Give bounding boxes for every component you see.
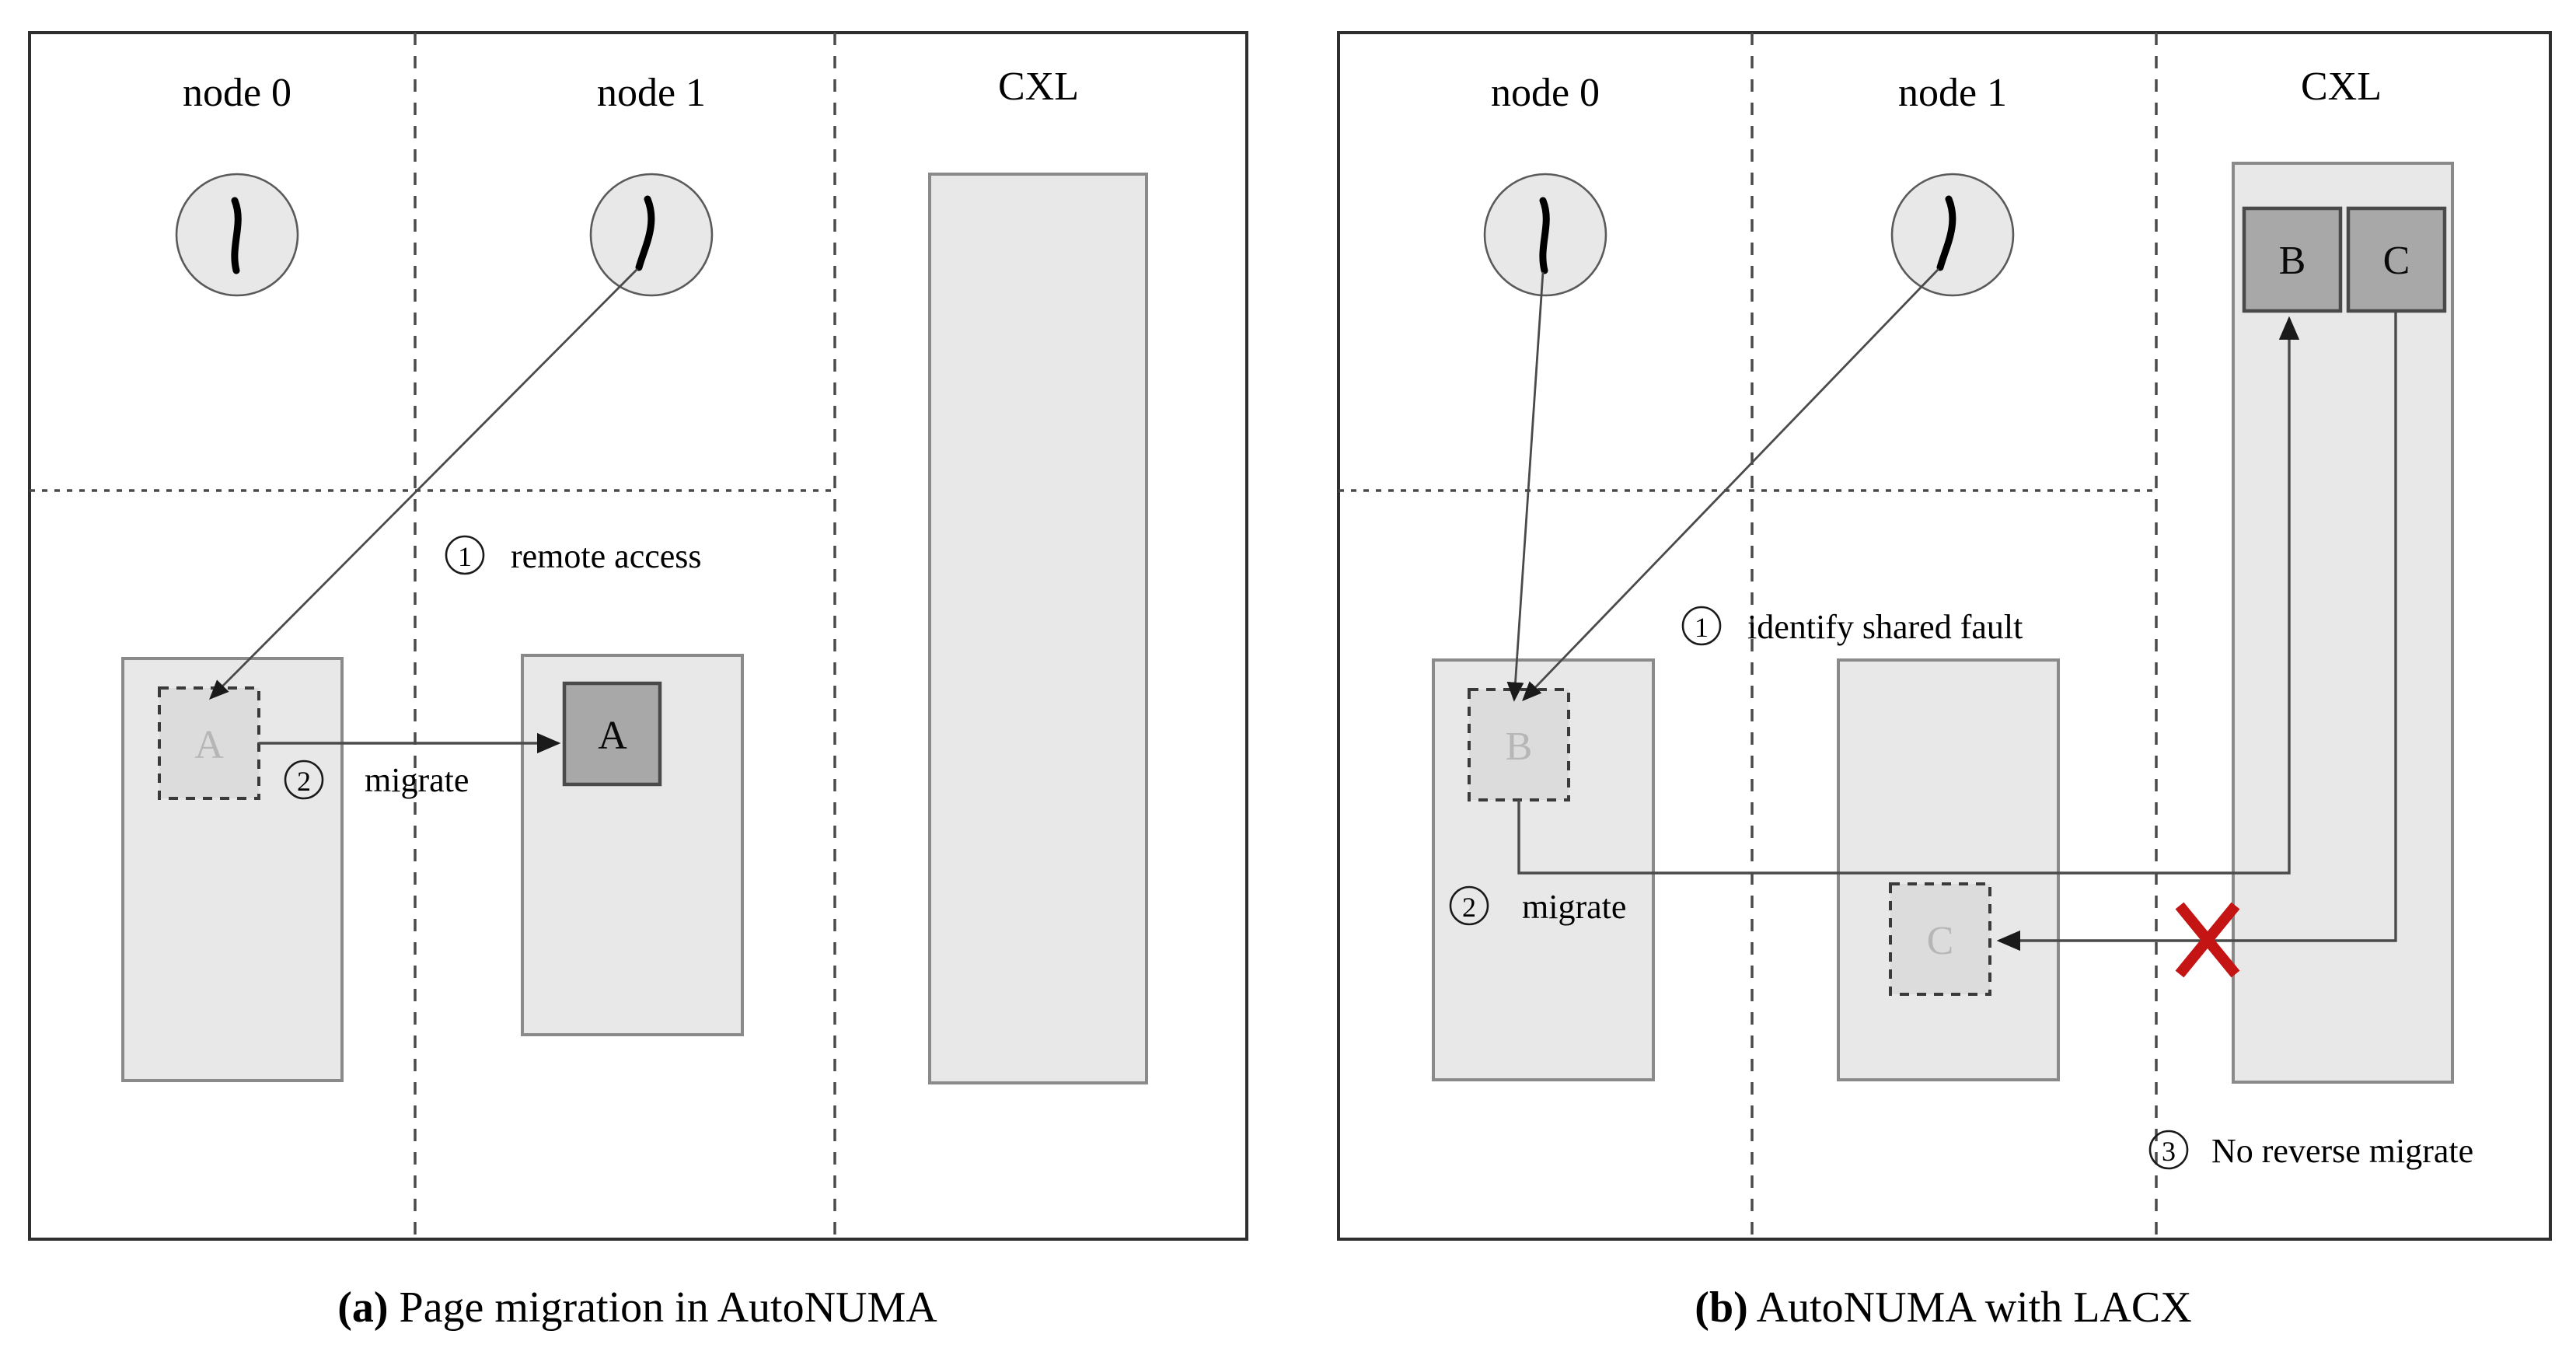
panel-b-blocked-x-icon — [2175, 902, 2240, 978]
panel-b-page-C-source-label: C — [1927, 919, 1954, 963]
panel-a-step-2-circle-icon — [284, 760, 324, 800]
panel-b-page-B-source-label: B — [1506, 725, 1533, 769]
panel-a-title-node1: node 1 — [597, 71, 706, 115]
panel-b-caption-text: AutoNUMA with LACX — [1748, 1283, 2192, 1332]
panel-a-step-2-text: migrate — [365, 761, 469, 799]
panel-b-cxl-memory — [2232, 162, 2454, 1084]
panel-b-thread-glyph-node1 — [1936, 195, 1956, 271]
panel-b-page-C-cxl — [2346, 206, 2447, 313]
panel-b-frame — [1337, 31, 2552, 1241]
panel-b-step-2-text: migrate — [1522, 888, 1626, 926]
panel-a-step-1-circle-icon — [445, 535, 485, 575]
panel-b-arrow-migrate-to-cxl — [1517, 316, 2300, 875]
panel-a-caption: (a) Page migration in AutoNUMA — [337, 1283, 937, 1332]
panel-b-step-3-number: 3 — [2162, 1136, 2176, 1167]
panel-b-page-B-cxl — [2242, 206, 2343, 313]
panel-b-title-cxl: CXL — [2301, 65, 2382, 109]
panel-b: node 0 node 1 CXL B C B C — [1337, 31, 2552, 1241]
panel-a-step-2: 2 migrate — [284, 760, 469, 800]
panel-b-arrow-reverse-migrate-blocked — [1996, 313, 2397, 952]
panel-b-step-3-circle-icon — [2148, 1130, 2189, 1170]
panel-b-title-node0: node 0 — [1491, 71, 1600, 115]
panel-b-arrow-fault-node0 — [1506, 271, 1545, 702]
panel-a-frame — [28, 31, 1248, 1241]
panel-b-page-C-cxl-label: C — [2383, 239, 2410, 283]
panel-b-thread-glyph-node0 — [1539, 197, 1550, 274]
panel-a-step-1: 1 remote access — [445, 535, 702, 575]
panel-a-caption-marker: (a) — [337, 1283, 388, 1332]
panel-a-thread-glyph-node0 — [231, 197, 242, 274]
panel-b-page-C-source — [1889, 882, 1991, 996]
panel-a-page-A-dest-label: A — [598, 714, 627, 758]
panel-a-thread-glyph-node1 — [635, 195, 655, 271]
panel-a-title-node0: node 0 — [183, 71, 291, 115]
panel-b-caption: (b) AutoNUMA with LACX — [1695, 1283, 2191, 1332]
panel-a-arrow-remote-access — [209, 268, 638, 700]
panel-a: node 0 node 1 CXL A A — [28, 31, 1248, 1241]
panel-a-page-A-dest — [562, 681, 662, 787]
panel-b-step-2: 2 migrate — [1449, 885, 1626, 926]
panel-a-memory-node0 — [121, 657, 344, 1082]
panel-b-step-3: 3 No reverse migrate — [2148, 1130, 2473, 1170]
panel-a-step-2-number: 2 — [297, 766, 311, 797]
panel-b-page-B-cxl-label: B — [2279, 239, 2306, 283]
panel-a-page-A-source-label: A — [194, 723, 224, 767]
panel-b-memory-node1 — [1837, 658, 2060, 1081]
panel-b-step-1-number: 1 — [1695, 612, 1709, 643]
panel-b-step-2-circle-icon — [1449, 885, 1489, 926]
panel-a-caption-text: Page migration in AutoNUMA — [389, 1283, 938, 1332]
panel-b-step-2-number: 2 — [1462, 892, 1476, 923]
panel-b-step-1: 1 identify shared fault — [1681, 606, 2023, 646]
panel-a-step-1-number: 1 — [458, 541, 472, 572]
panel-a-step-1-text: remote access — [511, 537, 702, 575]
panel-a-title-cxl: CXL — [998, 65, 1079, 109]
panel-b-step-1-text: identify shared fault — [1747, 608, 2023, 646]
panel-b-arrow-fault-node1 — [1522, 268, 1940, 702]
panel-b-step-3-text: No reverse migrate — [2211, 1132, 2473, 1170]
panel-b-step-1-circle-icon — [1681, 606, 1722, 646]
panel-a-cxl-memory — [928, 173, 1148, 1084]
panel-b-caption-marker: (b) — [1695, 1283, 1747, 1332]
panel-b-title-node1: node 1 — [1898, 71, 2007, 115]
